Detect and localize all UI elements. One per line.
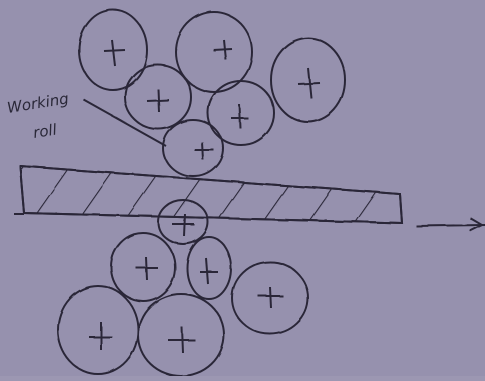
label-line-2: roll — [32, 120, 59, 142]
